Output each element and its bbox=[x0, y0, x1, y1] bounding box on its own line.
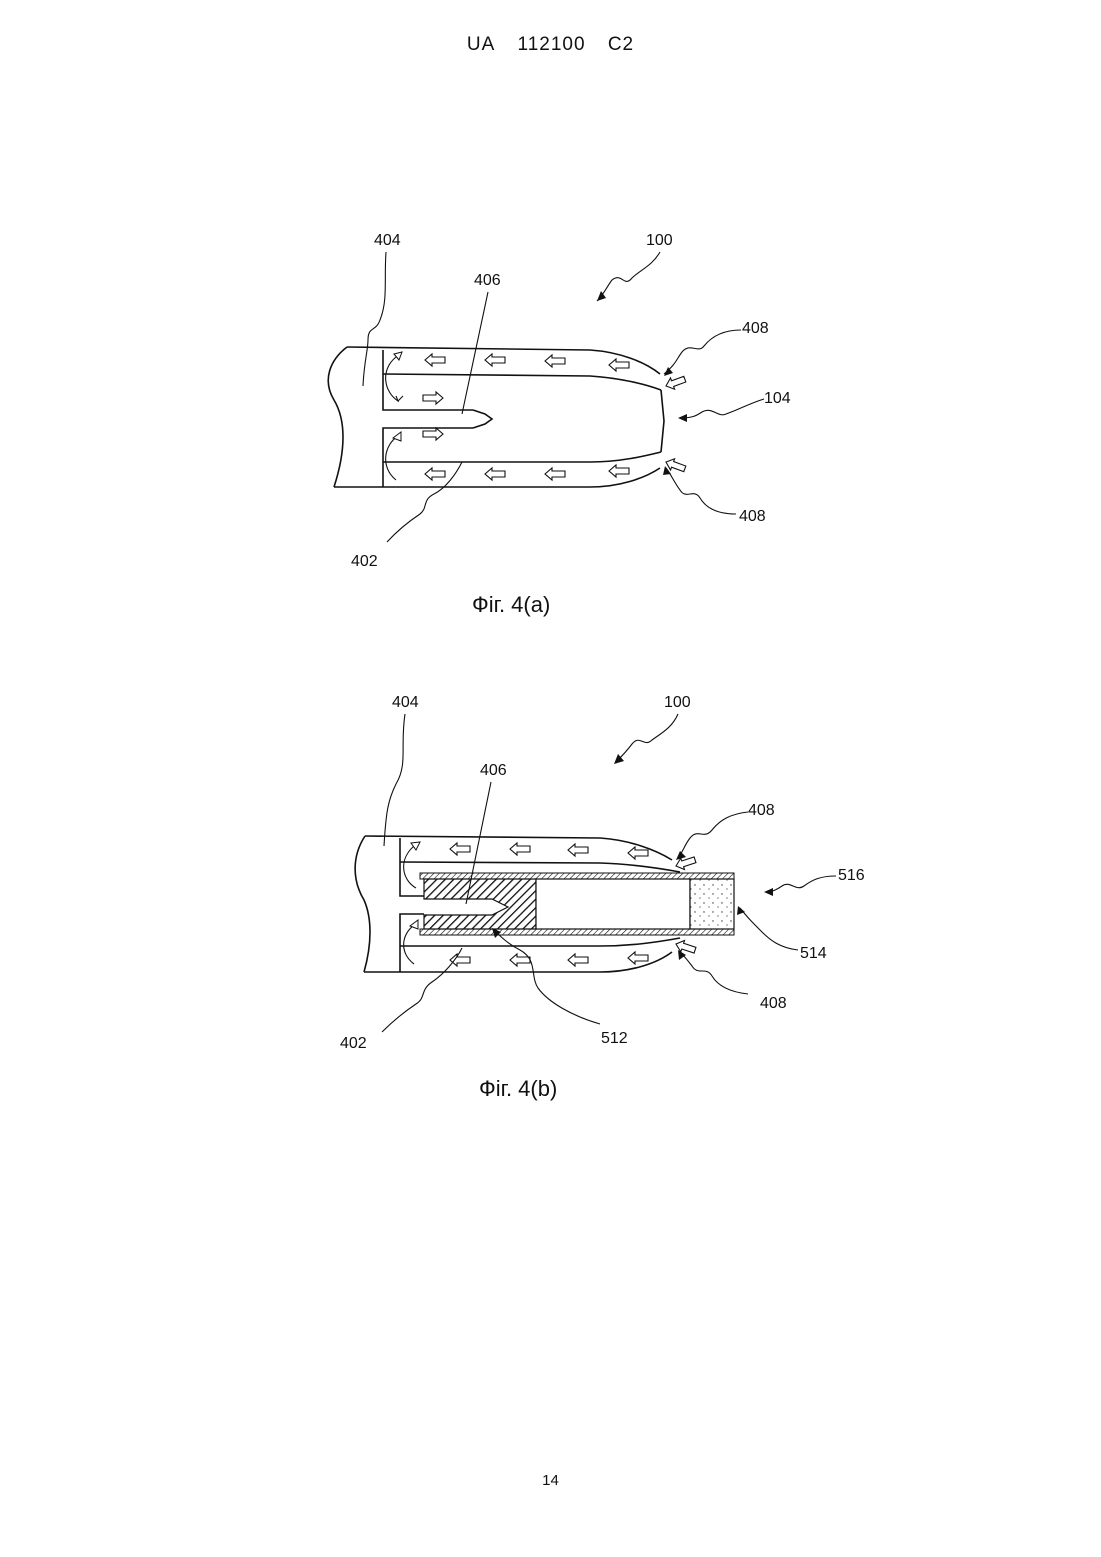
leader-514 bbox=[740, 908, 798, 950]
pointed-insert-406 bbox=[473, 410, 492, 428]
curved-arrow-top-head bbox=[411, 842, 420, 850]
leader-516-head bbox=[764, 888, 773, 896]
leader-100 bbox=[597, 252, 660, 301]
leader-104-head bbox=[678, 414, 687, 422]
leader-100-head bbox=[597, 291, 606, 301]
leader-104 bbox=[680, 399, 764, 418]
inlet-arrow-bottom bbox=[674, 938, 697, 956]
flow-arrow bbox=[545, 468, 565, 480]
wall-break-edge bbox=[328, 347, 347, 487]
curved-arrow-bottom bbox=[404, 924, 416, 964]
leader-408-bottom bbox=[680, 952, 748, 994]
inner-bottom-wall bbox=[400, 938, 680, 946]
leader-512 bbox=[494, 930, 600, 1024]
flow-arrow bbox=[545, 355, 565, 367]
flow-arrow bbox=[609, 359, 629, 371]
label-408-top: 408 bbox=[748, 802, 775, 819]
leader-514-head bbox=[737, 906, 745, 915]
figure-4a-drawing: 404 406 100 408 104 408 402 bbox=[0, 0, 1101, 600]
inner-bottom-wall bbox=[383, 452, 661, 462]
label-516: 516 bbox=[838, 867, 865, 884]
flow-arrow bbox=[628, 847, 648, 859]
label-100: 100 bbox=[664, 694, 691, 711]
label-408-top: 408 bbox=[742, 320, 769, 337]
label-408-bottom: 408 bbox=[739, 508, 766, 525]
curved-arrow-bottom bbox=[386, 436, 398, 480]
flow-arrow bbox=[485, 354, 505, 366]
label-512: 512 bbox=[601, 1030, 628, 1047]
front-opening-104 bbox=[661, 390, 664, 452]
figure-4b-caption: Фіг. 4(b) bbox=[479, 1076, 557, 1102]
inner-top-wall bbox=[383, 374, 661, 390]
inlet-arrow-top bbox=[664, 374, 687, 392]
article-wrapper-bottom bbox=[420, 929, 734, 935]
wall-break-edge bbox=[355, 836, 370, 972]
leader-408-bottom-head bbox=[678, 950, 686, 960]
page-number: 14 bbox=[0, 1472, 1101, 1489]
flow-arrow bbox=[485, 468, 505, 480]
heated-body-512 bbox=[424, 879, 536, 929]
label-404: 404 bbox=[374, 232, 401, 249]
label-408-bottom: 408 bbox=[760, 995, 787, 1012]
label-402: 402 bbox=[351, 553, 378, 570]
flow-arrow bbox=[628, 952, 648, 964]
flow-arrow bbox=[425, 354, 445, 366]
figure-4b-drawing: 404 100 406 408 516 514 408 402 512 bbox=[0, 680, 1101, 1120]
figure-4a-caption: Фіг. 4(a) bbox=[472, 592, 550, 618]
label-402: 402 bbox=[340, 1035, 367, 1052]
label-100: 100 bbox=[646, 232, 673, 249]
label-514: 514 bbox=[800, 945, 827, 962]
leader-408-top bbox=[664, 330, 741, 374]
inner-top-wall bbox=[400, 862, 680, 872]
tube-cavity bbox=[536, 879, 690, 929]
leader-406 bbox=[462, 292, 488, 414]
flow-arrow bbox=[425, 468, 445, 480]
flow-arrow bbox=[510, 843, 530, 855]
leader-408-top bbox=[678, 812, 748, 858]
leader-404 bbox=[384, 714, 405, 846]
curved-arrow-bottom-head bbox=[393, 432, 401, 441]
leader-408-bottom bbox=[666, 468, 736, 514]
curved-arrow-top bbox=[404, 846, 416, 888]
leader-100 bbox=[616, 714, 678, 762]
flow-arrow bbox=[423, 392, 443, 404]
flow-arrow bbox=[568, 954, 588, 966]
curved-arrow-top bbox=[386, 357, 403, 401]
article-wrapper-top bbox=[420, 873, 734, 879]
flow-arrow bbox=[423, 428, 443, 440]
label-404: 404 bbox=[392, 694, 419, 711]
flow-arrow bbox=[609, 465, 629, 477]
leader-408-top-head bbox=[664, 367, 673, 376]
flow-arrow bbox=[450, 843, 470, 855]
label-104: 104 bbox=[764, 390, 791, 407]
leader-516 bbox=[766, 876, 836, 892]
flow-arrow bbox=[450, 954, 470, 966]
filter-514 bbox=[690, 879, 734, 929]
label-406: 406 bbox=[474, 272, 501, 289]
flow-arrow bbox=[568, 844, 588, 856]
curved-arrow-top-head bbox=[394, 352, 402, 360]
label-406: 406 bbox=[480, 762, 507, 779]
